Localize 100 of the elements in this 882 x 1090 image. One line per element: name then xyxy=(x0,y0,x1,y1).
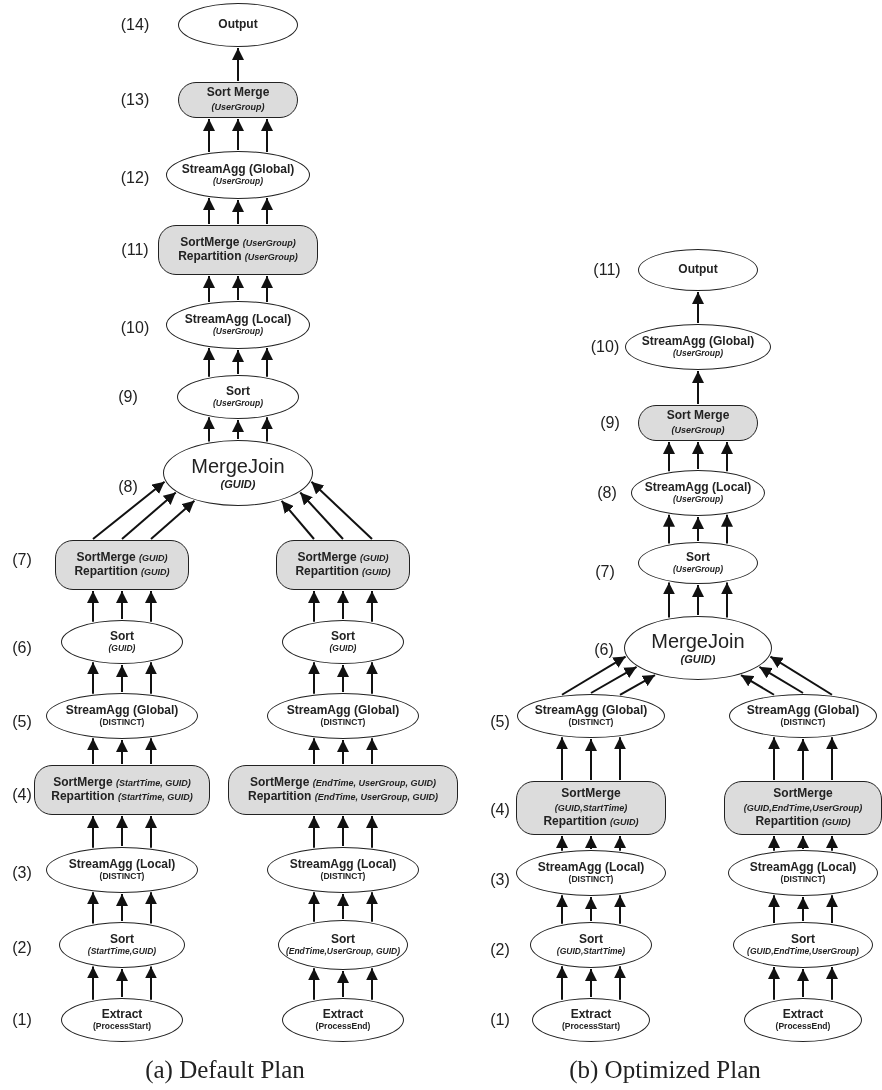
operator-argument: Repartition (UserGroup) xyxy=(178,250,298,264)
arrow xyxy=(121,491,177,540)
step-number: (8) xyxy=(118,478,138,496)
exchange-box xyxy=(158,225,318,275)
step-number: (4) xyxy=(490,801,510,819)
arrow xyxy=(768,835,780,852)
arrow xyxy=(797,738,809,781)
arrow xyxy=(308,815,320,849)
arrow xyxy=(232,419,244,440)
operator-argument: (ProcessStart) xyxy=(92,1022,152,1032)
exchange-box xyxy=(724,781,882,835)
exchange-box xyxy=(178,82,298,118)
operator-argument: (DISTINCT) xyxy=(568,875,614,885)
arrow xyxy=(614,736,626,781)
step-number: (14) xyxy=(120,16,150,34)
step-number: (1) xyxy=(490,1011,510,1029)
operator-name: StreamAgg (Local) xyxy=(184,313,292,327)
arrow xyxy=(619,674,656,696)
arrow xyxy=(826,736,838,781)
arrow xyxy=(614,835,626,852)
operator-argument: (UserGroup) xyxy=(672,565,724,575)
arrow xyxy=(232,349,244,375)
join-ellipse xyxy=(163,440,313,506)
arrow xyxy=(585,738,597,781)
arrow xyxy=(556,736,568,781)
arrow xyxy=(308,737,320,765)
operator-name: Sort xyxy=(226,385,250,399)
operator-name: Sort Merge xyxy=(666,409,730,423)
operator-name: Sort xyxy=(110,630,134,644)
arrow xyxy=(337,739,349,765)
arrow xyxy=(585,896,597,922)
operator-argument: (DISTINCT) xyxy=(99,718,145,728)
exchange-box xyxy=(276,540,410,590)
operator-name: StreamAgg (Global) xyxy=(746,704,860,718)
arrow xyxy=(116,664,128,693)
arrow xyxy=(116,815,128,847)
operator-argument: Repartition (EndTime, UserGroup, GUID) xyxy=(248,790,438,804)
operator-argument: (UserGroup) xyxy=(212,327,264,337)
operator-name: MergeJoin xyxy=(651,630,745,654)
operator-argument: (GUID,EndTime,UserGroup) xyxy=(747,947,859,957)
step-number: (7) xyxy=(595,563,615,581)
arrow xyxy=(585,968,597,998)
operator-name: Output xyxy=(678,263,718,277)
step-number: (10) xyxy=(120,319,150,337)
arrow xyxy=(740,674,775,696)
operator-argument: Repartition (GUID) xyxy=(543,814,639,829)
operator-argument: (GUID) xyxy=(220,478,256,491)
step-number: (3) xyxy=(12,864,32,882)
exchange-box xyxy=(34,765,210,815)
arrow xyxy=(692,516,704,542)
operator-name: StreamAgg (Global) xyxy=(641,335,755,349)
operator-name: StreamAgg (Global) xyxy=(286,704,400,718)
operator-name: Extract xyxy=(322,1008,364,1022)
step-number: (8) xyxy=(597,484,617,502)
arrow xyxy=(337,893,349,920)
arrow xyxy=(366,737,378,765)
arrow xyxy=(797,896,809,922)
operator-argument: Repartition (GUID) xyxy=(295,565,391,579)
arrow xyxy=(337,664,349,693)
arrow xyxy=(310,480,373,540)
arrow xyxy=(280,499,315,540)
operator-name: Extract xyxy=(570,1008,612,1022)
operator-name: Sort xyxy=(110,933,134,947)
operator-argument: (DISTINCT) xyxy=(568,718,614,728)
operator-name: SortMerge xyxy=(561,787,621,802)
join-ellipse xyxy=(624,616,772,680)
operator-name: StreamAgg (Global) xyxy=(181,163,295,177)
operator-argument: (GUID,StartTime) xyxy=(554,802,628,815)
arrow xyxy=(145,815,157,849)
step-number: (11) xyxy=(121,241,149,259)
operator-argument: (GUID) xyxy=(108,644,136,654)
operator-argument: (UserGroup) xyxy=(212,399,264,409)
step-number: (2) xyxy=(12,939,32,957)
arrow xyxy=(337,590,349,620)
operator-name: Extract xyxy=(782,1008,824,1022)
operator-argument: (UserGroup) xyxy=(211,101,265,114)
operator-argument: (GUID) xyxy=(329,644,357,654)
arrow xyxy=(87,815,99,849)
operator-name: MergeJoin xyxy=(191,455,285,479)
arrow xyxy=(692,370,704,405)
operator-name: SortMerge (UserGroup) xyxy=(180,236,296,250)
arrow xyxy=(758,665,804,694)
operator-name: StreamAgg (Local) xyxy=(537,861,645,875)
arrow xyxy=(692,291,704,324)
arrow xyxy=(87,737,99,765)
arrow xyxy=(337,970,349,998)
arrow xyxy=(232,199,244,225)
operator-name: Sort xyxy=(331,630,355,644)
exchange-box xyxy=(228,765,458,815)
operator-argument: (DISTINCT) xyxy=(320,872,366,882)
arrow xyxy=(826,835,838,852)
arrow xyxy=(116,893,128,922)
arrow xyxy=(768,736,780,781)
arrow xyxy=(366,815,378,849)
step-number: (11) xyxy=(593,261,621,279)
operator-name: Sort xyxy=(791,933,815,947)
arrow xyxy=(232,47,244,82)
step-number: (7) xyxy=(12,551,32,569)
operator-name: StreamAgg (Local) xyxy=(289,858,397,872)
operator-argument: (GUID,EndTime,UserGroup) xyxy=(743,802,863,815)
